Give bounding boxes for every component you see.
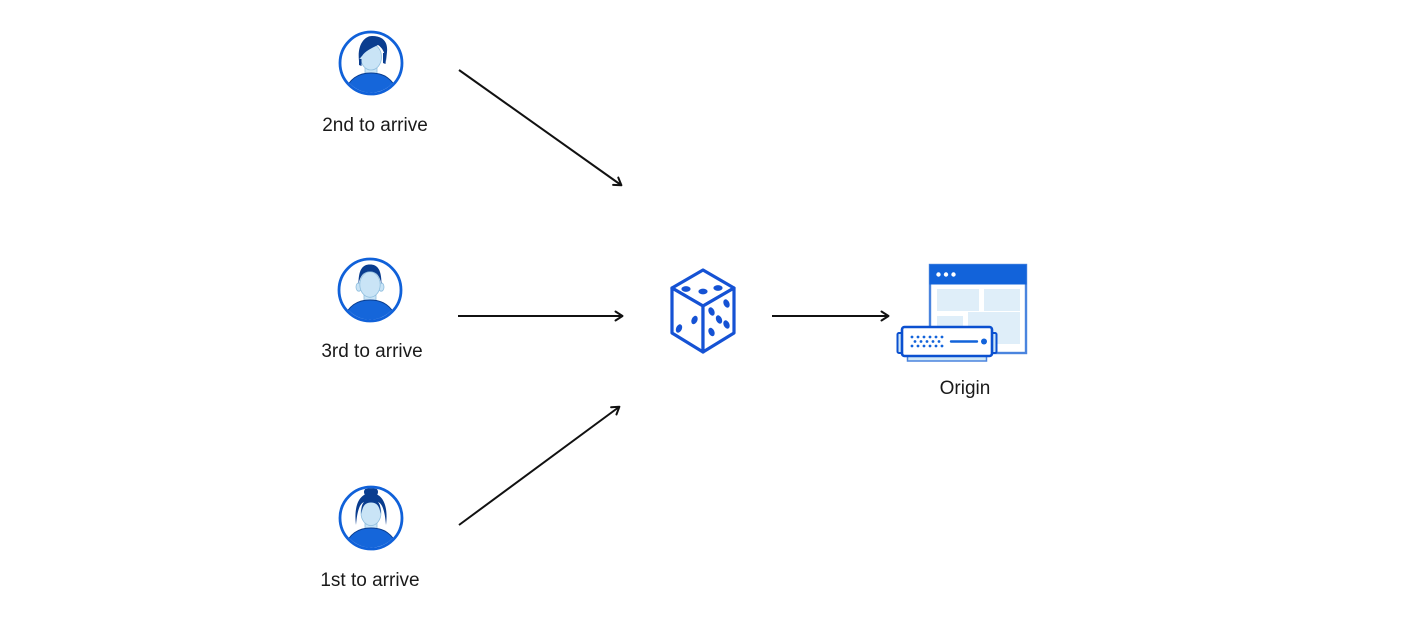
man-swept-hair-avatar-icon	[338, 30, 404, 96]
dice-icon	[670, 268, 736, 354]
origin-label: Origin	[939, 378, 991, 399]
origin-node	[896, 263, 1028, 368]
man-short-hair-avatar-icon	[337, 257, 403, 323]
randomizer-node	[666, 266, 740, 361]
woman-bun-avatar-icon	[338, 485, 404, 551]
client-node-second-to-arrive	[338, 30, 404, 101]
client-label-third: 3rd to arrive	[321, 341, 423, 362]
server-vent-dots	[910, 335, 944, 348]
client-label-second: 2nd to arrive	[322, 115, 428, 136]
origin-server-icon	[896, 263, 1028, 362]
client-label-first: 1st to arrive	[320, 570, 420, 591]
arrow-client-bottom-to-dice	[458, 405, 621, 526]
arrow-client-top-to-dice	[458, 69, 623, 187]
client-node-first-to-arrive	[338, 485, 404, 556]
server-icon	[896, 325, 998, 362]
client-node-third-to-arrive	[337, 257, 403, 328]
